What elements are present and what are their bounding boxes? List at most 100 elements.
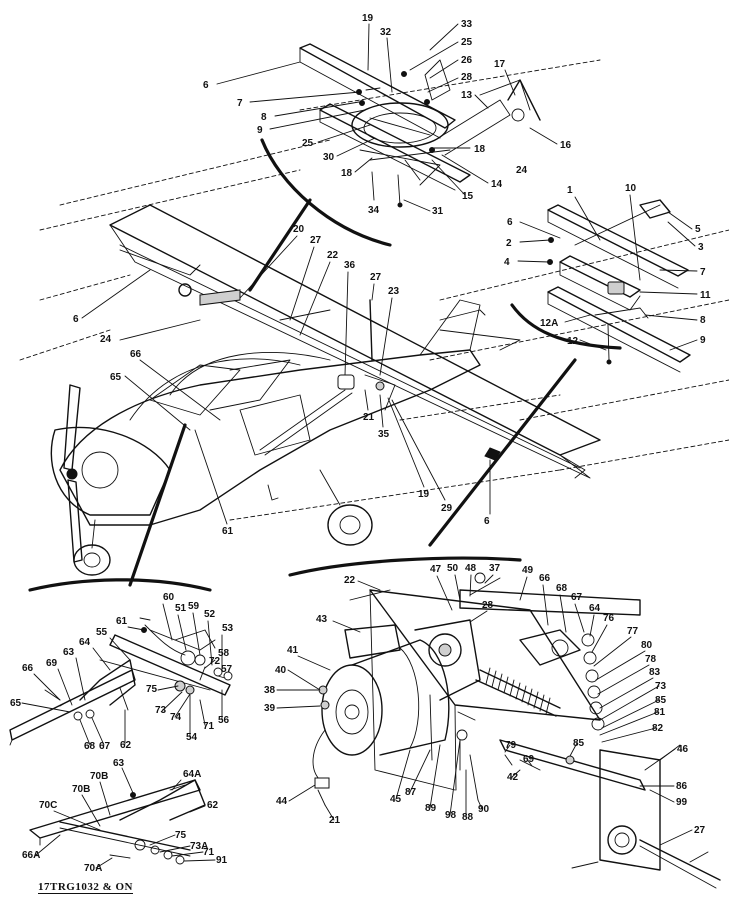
callout: 6 — [484, 516, 490, 527]
callout: 48 — [465, 563, 477, 574]
callout: 49 — [522, 565, 534, 576]
callout: 22 — [327, 250, 339, 261]
callout: 9 — [700, 335, 706, 346]
callout: 2 — [506, 238, 512, 249]
callout: 77 — [627, 626, 639, 637]
callout: 11 — [700, 290, 711, 301]
callout: 37 — [489, 563, 501, 574]
callout: 62 — [207, 800, 219, 811]
callout: 70A — [84, 863, 102, 874]
callout: 98 — [445, 810, 457, 821]
callout: 36 — [344, 260, 356, 271]
callout: 30 — [323, 152, 335, 163]
callout: 64 — [589, 603, 601, 614]
callout: 70B — [90, 771, 108, 782]
callout: 35 — [378, 429, 390, 440]
callout: 27 — [370, 272, 382, 283]
callout: 6 — [507, 217, 513, 228]
motor-actuator-detail — [288, 556, 721, 889]
callout: 45 — [390, 794, 402, 805]
callout: 79 — [505, 740, 517, 751]
callout: 14 — [491, 179, 503, 190]
callout: 71 — [203, 721, 215, 732]
callout: 68 — [84, 741, 96, 752]
callout: 85 — [573, 738, 585, 749]
callout: 87 — [405, 787, 417, 798]
callout: 56 — [218, 715, 230, 726]
callout: 25 — [302, 138, 314, 149]
callout: 43 — [316, 614, 328, 625]
callout: 66 — [539, 573, 551, 584]
callout: 40 — [275, 665, 287, 676]
leader-lines — [21, 23, 709, 869]
callout: 24 — [516, 165, 528, 176]
callout: 75 — [175, 830, 187, 841]
callout: 34 — [368, 205, 380, 216]
callout: 52 — [204, 609, 216, 620]
callout: 66A — [22, 850, 40, 861]
callout: 6 — [73, 314, 79, 325]
callout: 58 — [218, 648, 230, 659]
callout: 64 — [79, 637, 91, 648]
document-reference-label: 17TRG1032 & ON — [38, 881, 133, 894]
callout: 13 — [461, 90, 473, 101]
callout: 61 — [116, 616, 128, 627]
callout: 47 — [430, 564, 442, 575]
callout: 10 — [625, 183, 637, 194]
callout: 76 — [603, 613, 615, 624]
callout: 20 — [293, 224, 305, 235]
callout: 28 — [482, 600, 494, 611]
callout: 1 — [567, 185, 573, 196]
callout: 28 — [461, 72, 473, 83]
callout: 4 — [504, 257, 510, 268]
callout: 72 — [209, 656, 221, 667]
top-detail-hinge-assembly — [248, 43, 541, 292]
callout: 3 — [698, 242, 704, 253]
callout: 21 — [329, 815, 341, 826]
callout: 22 — [344, 575, 356, 586]
callout: 91 — [216, 855, 228, 866]
callout: 60 — [163, 592, 175, 603]
callout: 66 — [130, 349, 142, 360]
callout: 89 — [425, 803, 437, 814]
callout: 15 — [462, 191, 474, 202]
callout: 55 — [96, 627, 108, 638]
callout: 25 — [461, 37, 473, 48]
callout: 7 — [700, 267, 706, 278]
callout: 19 — [418, 489, 430, 500]
callout: 5 — [695, 224, 701, 235]
callout: 67 — [99, 741, 111, 752]
callout: 31 — [432, 206, 444, 217]
callout: 8 — [700, 315, 706, 326]
callout: 27 — [694, 825, 706, 836]
callout-labels: 19 32 33 25 26 28 6 7 8 9 25 30 17 13 16… — [10, 13, 711, 874]
callout: 51 — [175, 603, 187, 614]
callout: 74 — [170, 712, 182, 723]
callout: 54 — [186, 732, 198, 743]
callout: 32 — [380, 27, 392, 38]
callout: 88 — [462, 812, 474, 823]
callout: 75 — [146, 684, 158, 695]
callout: 83 — [649, 667, 661, 678]
callout: 99 — [676, 797, 688, 808]
callout: 69 — [46, 658, 58, 669]
callout: 27 — [310, 235, 322, 246]
callout: 67 — [571, 592, 583, 603]
callout: 68 — [556, 583, 568, 594]
callout: 70B — [72, 784, 90, 795]
callout: 70C — [39, 800, 57, 811]
callout: 64A — [183, 769, 201, 780]
callout: 62 — [120, 740, 132, 751]
callout: 46 — [677, 744, 689, 755]
callout: 18 — [341, 168, 353, 179]
callout: 38 — [264, 685, 276, 696]
callout: 81 — [654, 707, 666, 718]
callout: 44 — [276, 796, 288, 807]
callout: 23 — [388, 286, 400, 297]
callout: 69 — [523, 754, 535, 765]
callout: 57 — [221, 664, 233, 675]
callout: 66 — [22, 663, 34, 674]
callout: 53 — [222, 623, 234, 634]
callout: 33 — [461, 19, 473, 30]
